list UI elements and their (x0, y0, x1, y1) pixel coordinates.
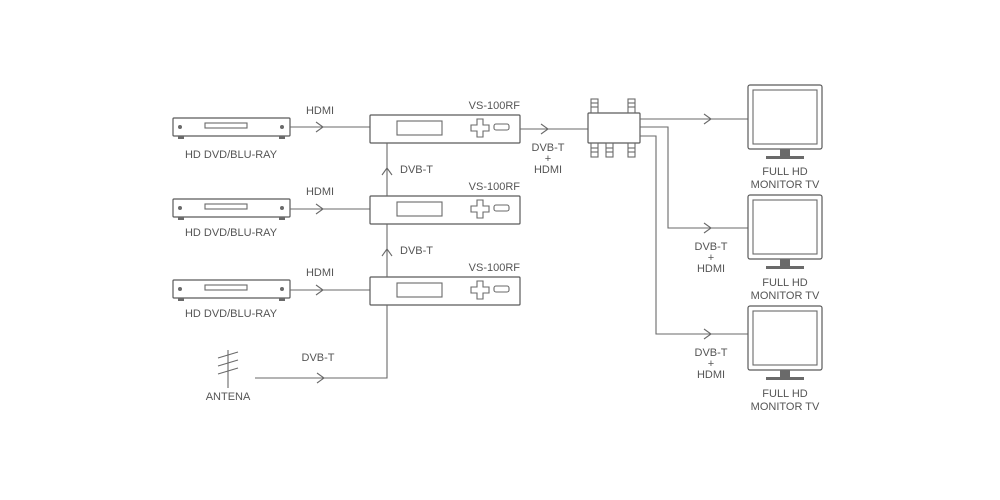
splitter-out-label-3-line2: + (708, 358, 714, 370)
arrow-icon (315, 284, 324, 296)
cascade-label-2: DVB-T (400, 245, 433, 257)
splitter-out-label-3-line1: DVB-T (695, 347, 728, 359)
splitter-out-label-2-line3: HDMI (697, 263, 725, 275)
hdmi-label-1: HDMI (306, 105, 334, 117)
modulator-3 (369, 276, 521, 306)
splitter-out-label-2-line2: + (708, 252, 714, 264)
splitter-out-line-2 (640, 126, 748, 229)
source-player-3 (172, 279, 291, 301)
arrow-icon (703, 222, 712, 234)
arrow-icon (703, 328, 712, 340)
arrow-icon (316, 372, 325, 384)
hdmi-label-2: HDMI (306, 186, 334, 198)
arrow-icon (315, 203, 324, 215)
tv-label-2-line1: FULL HD (762, 277, 807, 289)
modulator-label-3: VS-100RF (469, 262, 521, 274)
modulator-label-2: VS-100RF (469, 181, 521, 193)
modulator-1 (369, 114, 521, 144)
arrow-icon (540, 123, 549, 135)
tv-label-2-line2: MONITOR TV (751, 290, 820, 302)
arrow-icon (381, 167, 393, 176)
splitter-out-line-3 (640, 135, 748, 335)
antenna-link-label: DVB-T (302, 352, 335, 364)
modulator-2 (369, 195, 521, 225)
antenna-icon (217, 350, 239, 388)
arrow-icon (381, 248, 393, 257)
mod-output-label-line1: DVB-T (532, 142, 565, 154)
tv-monitor-2 (747, 194, 823, 269)
tv-label-3-line1: FULL HD (762, 388, 807, 400)
arrow-icon (315, 121, 324, 133)
arrow-icon (703, 113, 712, 125)
tv-label-1-line1: FULL HD (762, 166, 807, 178)
antenna-label: ANTENA (206, 391, 251, 403)
tv-monitor-3 (747, 305, 823, 380)
hdmi-label-3: HDMI (306, 267, 334, 279)
cascade-label-1: DVB-T (400, 164, 433, 176)
mod-output-label-line3: HDMI (534, 164, 562, 176)
source-player-2 (172, 198, 291, 220)
mod-output-label-line2: + (545, 153, 551, 165)
splitter-out-label-3-line3: HDMI (697, 369, 725, 381)
splitter-out-label-2-line1: DVB-T (695, 241, 728, 253)
tv-label-3-line2: MONITOR TV (751, 401, 820, 413)
antenna-line (255, 305, 388, 379)
source-label-1: HD DVD/BLU-RAY (185, 149, 278, 161)
tv-monitor-1 (747, 84, 823, 159)
modulator-label-1: VS-100RF (469, 100, 521, 112)
source-player-1 (172, 117, 291, 139)
source-label-2: HD DVD/BLU-RAY (185, 227, 278, 239)
source-label-3: HD DVD/BLU-RAY (185, 308, 278, 320)
tv-label-1-line2: MONITOR TV (751, 179, 820, 191)
splitter (587, 98, 641, 158)
